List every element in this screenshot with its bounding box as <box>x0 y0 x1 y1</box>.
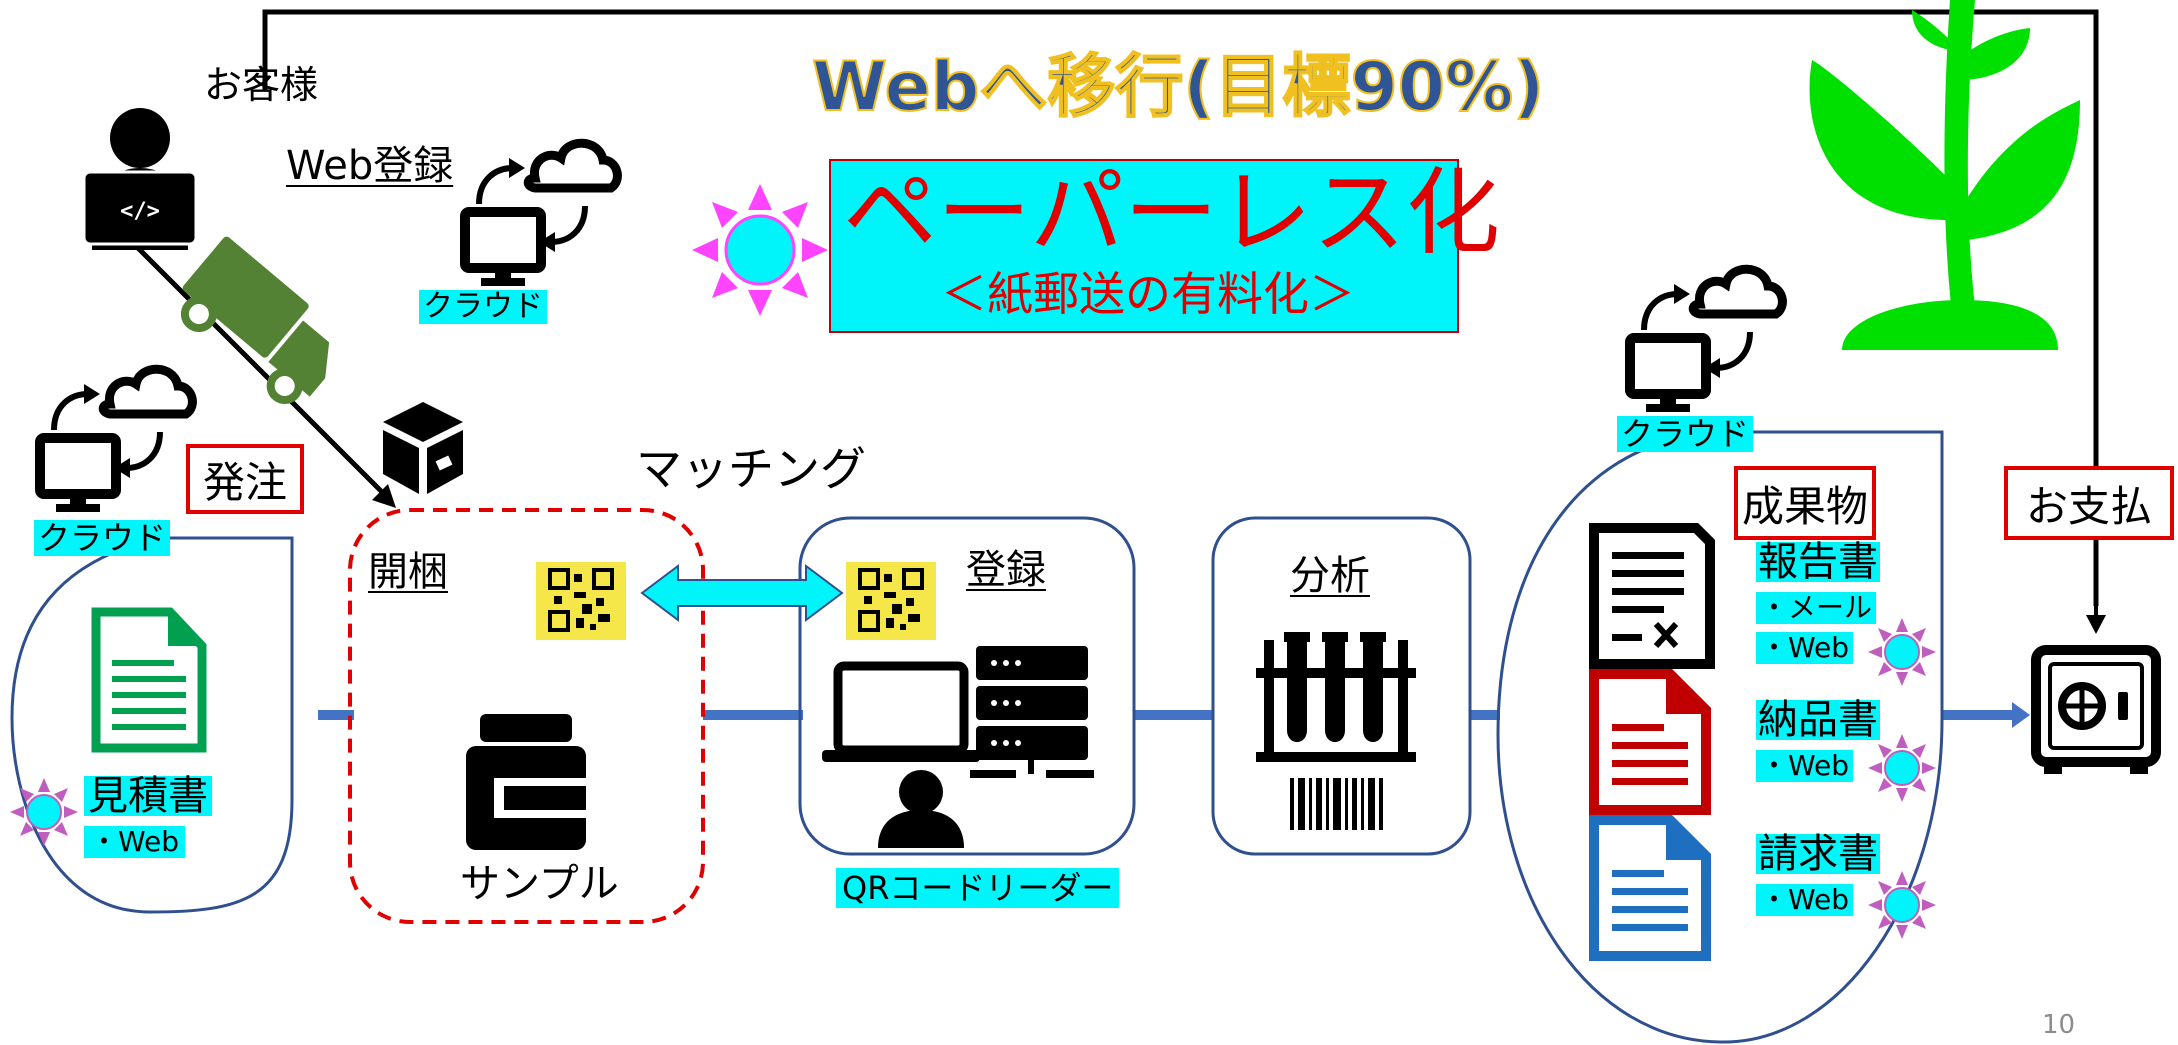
flow-line-5 <box>1942 710 2014 720</box>
shipping-arrow-head <box>372 484 396 508</box>
customer-label: お客様 <box>204 63 319 107</box>
delivery-note-item: ・Web <box>1756 750 1854 782</box>
invoice-document-icon <box>1589 815 1711 961</box>
order-label: 発注 <box>186 444 304 514</box>
flow-arrow-head <box>2012 702 2030 728</box>
sample-label: サンプル <box>460 861 619 907</box>
deliverables-region <box>1496 430 1944 1044</box>
sun-icon-invoice <box>1868 871 1936 939</box>
sun-icon-delivery <box>1868 734 1936 802</box>
matching-label: マッチング <box>636 442 866 496</box>
report-item-web: ・Web <box>1756 632 1854 664</box>
quote-title: 見積書 <box>84 776 212 816</box>
flow-line-1 <box>318 710 354 720</box>
barcode-icon <box>1290 778 1383 830</box>
invoice-title: 請求書 <box>1756 831 1880 877</box>
analysis-label: 分析 <box>1290 553 1370 599</box>
paperless-subtitle: ＜紙郵送の有料化＞ <box>941 267 1355 321</box>
headline: Webへ移行(目標90%) <box>811 48 1545 127</box>
unpack-label: 開梱 <box>368 549 448 595</box>
invoice-item: ・Web <box>1756 884 1854 916</box>
qr-code-icon-register <box>846 562 936 640</box>
deliverables-label: 成果物 <box>1734 466 1876 540</box>
truck-icon <box>180 236 330 405</box>
report-item-email: ・メール <box>1756 592 1877 624</box>
flow-line-4 <box>1470 710 1500 720</box>
cloud-label-web: クラウド <box>419 290 547 324</box>
unpack-box <box>348 508 705 924</box>
analysis-box <box>1211 516 1472 856</box>
report-title: 報告書 <box>1756 539 1880 585</box>
flow-line-2 <box>703 710 803 720</box>
test-tubes-icon <box>1256 632 1416 762</box>
svg-text:</>: </> <box>120 199 160 224</box>
flow-line-3 <box>1134 710 1214 720</box>
paperless-title: ペーパーレス化 <box>843 159 1501 268</box>
plant-icon <box>1809 0 2080 350</box>
register-workstation-icon <box>822 646 1094 848</box>
cloud-computer-icon-quote <box>35 364 197 512</box>
register-box <box>798 516 1136 856</box>
qr-code-icon-unpack <box>536 562 626 640</box>
cloud-label-deliverables: クラウド <box>1617 416 1754 452</box>
customer-icon: </> <box>82 108 198 250</box>
web-register-label: Web登録 <box>286 143 454 189</box>
cloud-computer-icon-web <box>460 138 622 286</box>
payment-arrow-head <box>2086 615 2106 634</box>
register-label: 登録 <box>966 547 1046 593</box>
sun-icon-quote <box>10 778 78 846</box>
quote-item: ・Web <box>84 826 186 858</box>
report-document-icon <box>1589 523 1715 669</box>
sun-icon-report <box>1868 618 1936 686</box>
quote-region <box>10 536 294 914</box>
safe-icon <box>2031 645 2161 774</box>
cloud-label-quote: クラウド <box>34 520 171 556</box>
payment-label: お支払 <box>2004 466 2174 540</box>
matching-arrow <box>640 564 844 622</box>
shipping-arrow-line <box>136 246 390 500</box>
delivery-note-title: 納品書 <box>1756 697 1880 743</box>
page-number: 10 <box>2042 1010 2076 1040</box>
sun-icon-paperless <box>692 184 828 316</box>
qr-reader-label: QRコードリーダー <box>836 868 1120 908</box>
package-icon <box>383 402 463 494</box>
delivery-note-document-icon <box>1589 669 1711 815</box>
paperless-box: ペーパーレス化 ＜紙郵送の有料化＞ <box>829 159 1500 333</box>
feedback-line <box>262 9 2099 606</box>
sample-bottle-icon <box>466 714 586 850</box>
quote-document-icon <box>91 607 207 753</box>
cloud-computer-icon-deliverables <box>1625 264 1787 412</box>
